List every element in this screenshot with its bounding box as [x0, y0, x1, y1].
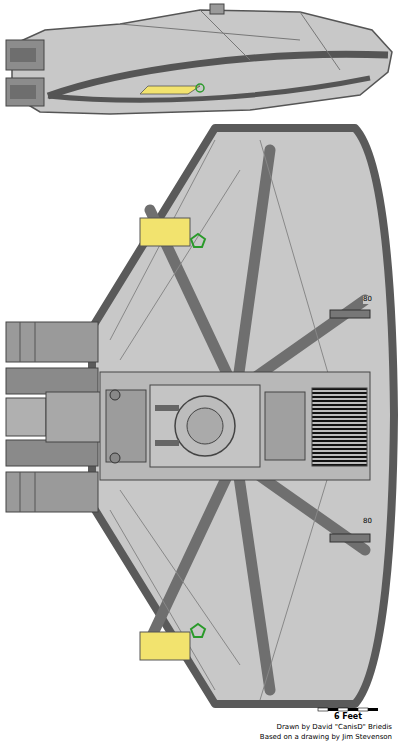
top-view	[6, 128, 394, 704]
credit-note: Based on a drawing by Jim Stevenson	[260, 734, 392, 742]
panel-number: 80	[363, 518, 372, 526]
credit-note: Drawn by David "CanisD" Briedis	[277, 724, 392, 732]
side-view	[6, 4, 392, 114]
scale-label: 6 Feet	[334, 713, 362, 722]
panel-number: 80	[363, 296, 372, 304]
scale-bar	[318, 708, 378, 711]
